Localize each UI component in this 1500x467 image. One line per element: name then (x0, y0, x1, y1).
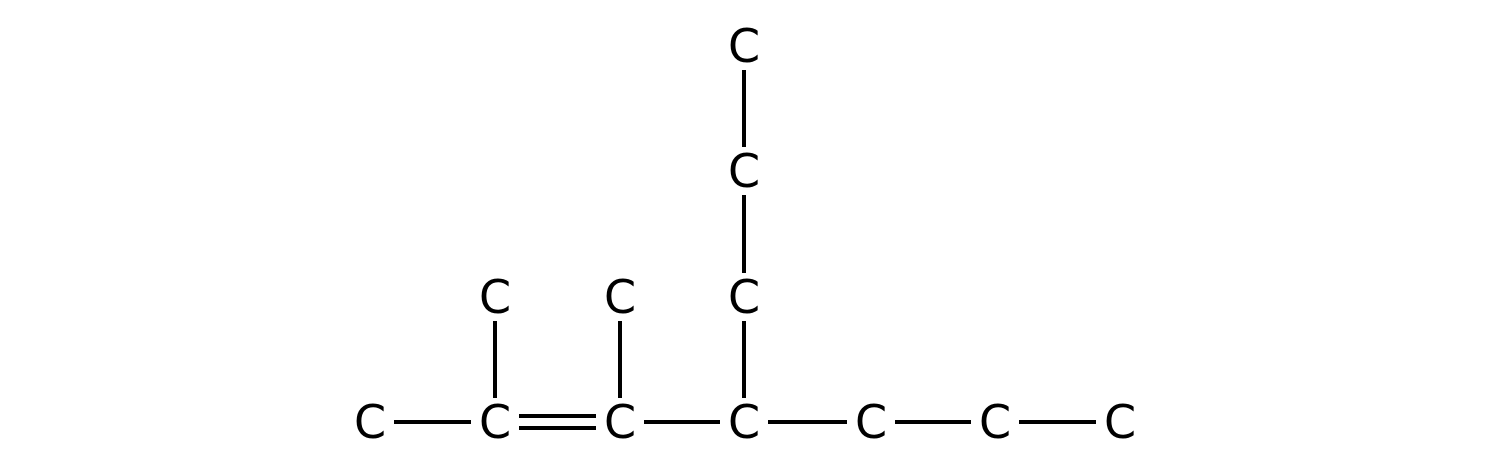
carbon-atom-label: C (1104, 395, 1136, 449)
carbon-atom-label: C (728, 395, 760, 449)
carbon-atom-label: C (855, 395, 887, 449)
carbon-atom-label: C (604, 395, 636, 449)
carbon-atom-label: C (979, 395, 1011, 449)
carbon-atom-label: C (728, 19, 760, 73)
carbon-atom-label: C (479, 395, 511, 449)
carbon-atom-label: C (354, 395, 386, 449)
carbon-atom-label: C (728, 144, 760, 198)
carbon-atom-label: C (479, 270, 511, 324)
carbon-atom-label: C (604, 270, 636, 324)
carbon-atom-label: C (728, 270, 760, 324)
